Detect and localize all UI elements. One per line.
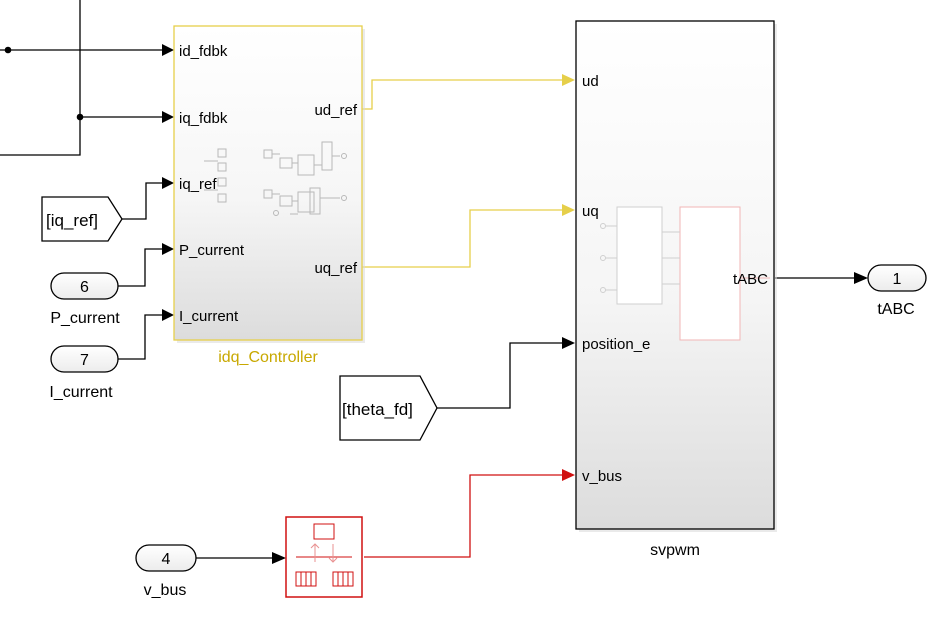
from-tag-label: [iq_ref] <box>46 211 98 230</box>
conversion-icon <box>295 523 354 587</box>
inport-name: P_current <box>50 310 120 327</box>
wire-iq-ref[interactable] <box>122 182 162 220</box>
idq-controller-block[interactable]: id_fdbk iq_fdbk iq_ref P_current I_curre… <box>173 25 365 343</box>
wire-i-current[interactable] <box>118 314 162 360</box>
inport-number: 6 <box>80 279 89 296</box>
arrowheads <box>162 44 868 564</box>
port-label-uq: uq <box>582 203 599 220</box>
outport-name: tABC <box>877 301 914 318</box>
wire-v-bus-converted[interactable] <box>364 474 562 558</box>
arrow-head <box>162 309 174 321</box>
arrow-head <box>162 111 174 123</box>
wire-uq-ref[interactable] <box>362 209 562 268</box>
inport-name: I_current <box>49 384 113 401</box>
port-label-p-current: P_current <box>179 242 245 259</box>
outport-tabc[interactable]: 1 <box>867 264 927 292</box>
port-label-uq-ref: uq_ref <box>314 260 357 277</box>
svpwm-block-name[interactable]: svpwm <box>650 542 700 559</box>
arrow-head <box>272 552 286 564</box>
arrow-head <box>162 177 174 189</box>
inport-number: 4 <box>162 551 171 568</box>
outport-number: 1 <box>893 271 902 288</box>
from-block-theta-fd[interactable]: [theta_fd] <box>339 375 438 441</box>
from-block-iq-ref[interactable]: [iq_ref] <box>41 196 123 242</box>
port-label-id-fdbk: id_fdbk <box>179 43 228 60</box>
arrow-head <box>562 74 575 86</box>
subsystem-preview-icon <box>600 206 770 341</box>
branch-point <box>76 113 84 121</box>
subsystem-preview-icon <box>204 141 347 216</box>
wire-feedback-branch[interactable] <box>0 117 81 156</box>
controller-block-name[interactable]: idq_Controller <box>218 349 318 366</box>
port-label-tabc: tABC <box>733 271 768 288</box>
port-label-ud: ud <box>582 73 599 90</box>
arrow-head <box>162 243 174 255</box>
port-label-i-current: I_current <box>179 308 239 325</box>
signal-lines <box>0 0 854 559</box>
port-label-v-bus: v_bus <box>582 468 622 485</box>
from-tag-label: [theta_fd] <box>342 400 413 419</box>
wire-theta-fd[interactable] <box>437 342 562 409</box>
wire-iq-fdbk[interactable] <box>79 0 162 118</box>
arrow-head <box>562 337 575 349</box>
svpwm-block[interactable]: ud uq position_e v_bus tABC <box>575 20 777 532</box>
wire-p-current[interactable] <box>118 248 162 287</box>
port-label-position-e: position_e <box>582 336 650 353</box>
inport-number: 7 <box>80 352 89 369</box>
branch-point <box>4 46 12 54</box>
data-type-conversion-block[interactable] <box>285 516 363 598</box>
port-label-iq-fdbk: iq_fdbk <box>179 110 228 127</box>
arrow-head <box>562 204 575 216</box>
inport-p-current[interactable]: 6 <box>50 272 119 300</box>
arrow-head <box>162 44 174 56</box>
port-label-ud-ref: ud_ref <box>314 102 357 119</box>
inport-name: v_bus <box>144 582 187 599</box>
port-label-iq-ref: iq_ref <box>179 176 217 193</box>
arrow-head <box>854 272 868 284</box>
inport-i-current[interactable]: 7 <box>50 345 119 373</box>
wire-ud-ref[interactable] <box>362 79 562 110</box>
arrow-head <box>562 469 575 481</box>
inport-v-bus[interactable]: 4 <box>135 544 197 572</box>
